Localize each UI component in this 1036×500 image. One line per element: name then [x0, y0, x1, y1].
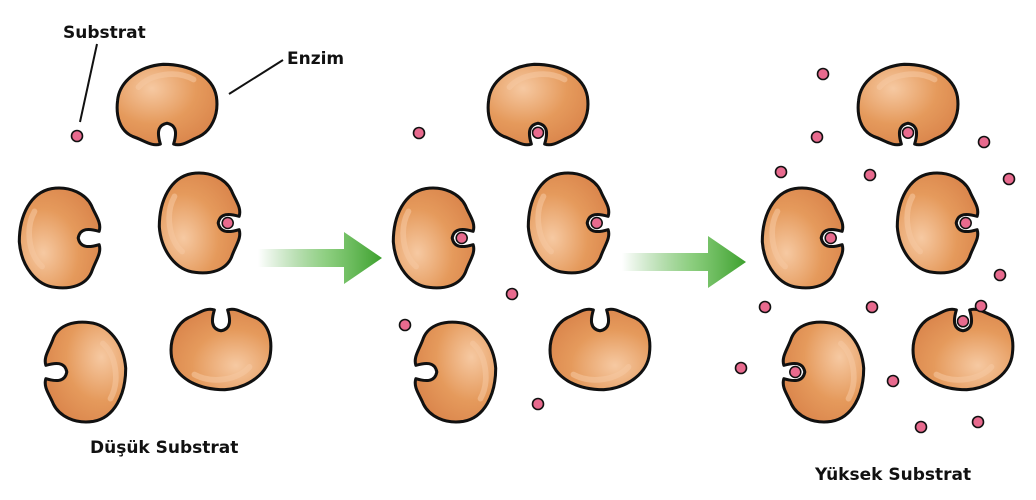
enzyme-label: Enzim	[287, 49, 345, 69]
progression-arrow	[622, 236, 746, 288]
substrate-dot	[974, 299, 988, 313]
bound-substrate-dot	[789, 365, 802, 379]
substrate-dot	[863, 168, 877, 182]
progression-arrow	[258, 232, 382, 284]
enzyme-shape	[486, 62, 590, 147]
bound-substrate-dot	[531, 126, 545, 139]
enzyme-shape	[115, 62, 219, 147]
bound-substrate-dot	[824, 231, 837, 245]
panel-low-substrate	[17, 62, 273, 424]
enzyme-shape	[911, 307, 1015, 392]
enzyme-shape	[895, 171, 980, 275]
substrate-label: Substrat	[63, 23, 146, 43]
bound-substrate-dot	[590, 216, 603, 230]
bound-substrate-dot	[956, 315, 970, 328]
enzyme-shape	[43, 320, 128, 424]
enzyme-shape	[391, 186, 476, 290]
substrate-dot	[914, 420, 928, 434]
substrate-dot	[977, 135, 991, 149]
enzyme-shape	[413, 320, 498, 424]
enzyme-pointer-line	[228, 59, 284, 95]
substrate-dot	[505, 287, 519, 301]
substrate-dot	[865, 300, 879, 314]
substrate-dot	[816, 67, 830, 81]
substrate-pointer-line	[79, 43, 98, 123]
enzyme-shape	[781, 320, 866, 424]
bound-substrate-dot	[959, 216, 972, 230]
high-substrate-caption: Yüksek Substrat	[815, 465, 972, 485]
substrate-dot	[993, 268, 1007, 282]
enzyme-shape	[169, 307, 273, 392]
substrate-dot	[810, 130, 824, 144]
enzyme-shape	[526, 171, 611, 275]
substrate-dot	[398, 318, 412, 332]
substrate-dot	[70, 129, 84, 143]
substrate-dot	[531, 397, 545, 411]
panel-high-substrate	[734, 62, 1016, 434]
substrate-dot	[412, 126, 426, 140]
substrate-dot	[734, 361, 748, 375]
panel-medium-substrate	[391, 62, 652, 424]
substrate-dot	[971, 415, 985, 429]
substrate-dot	[1002, 172, 1016, 186]
bound-substrate-dot	[455, 231, 468, 245]
enzyme-shape	[157, 171, 242, 275]
low-substrate-caption: Düşük Substrat	[90, 438, 239, 458]
enzyme-shape	[17, 186, 102, 290]
enzyme-shape	[548, 307, 652, 392]
bound-substrate-dot	[221, 216, 234, 230]
label-pointers	[79, 43, 284, 123]
substrate-dot	[774, 165, 788, 179]
enzyme-shape	[760, 186, 845, 290]
bound-substrate-dot	[901, 126, 915, 139]
substrate-dot	[886, 374, 900, 388]
enzyme-shape	[856, 62, 960, 147]
substrate-dot	[758, 300, 772, 314]
